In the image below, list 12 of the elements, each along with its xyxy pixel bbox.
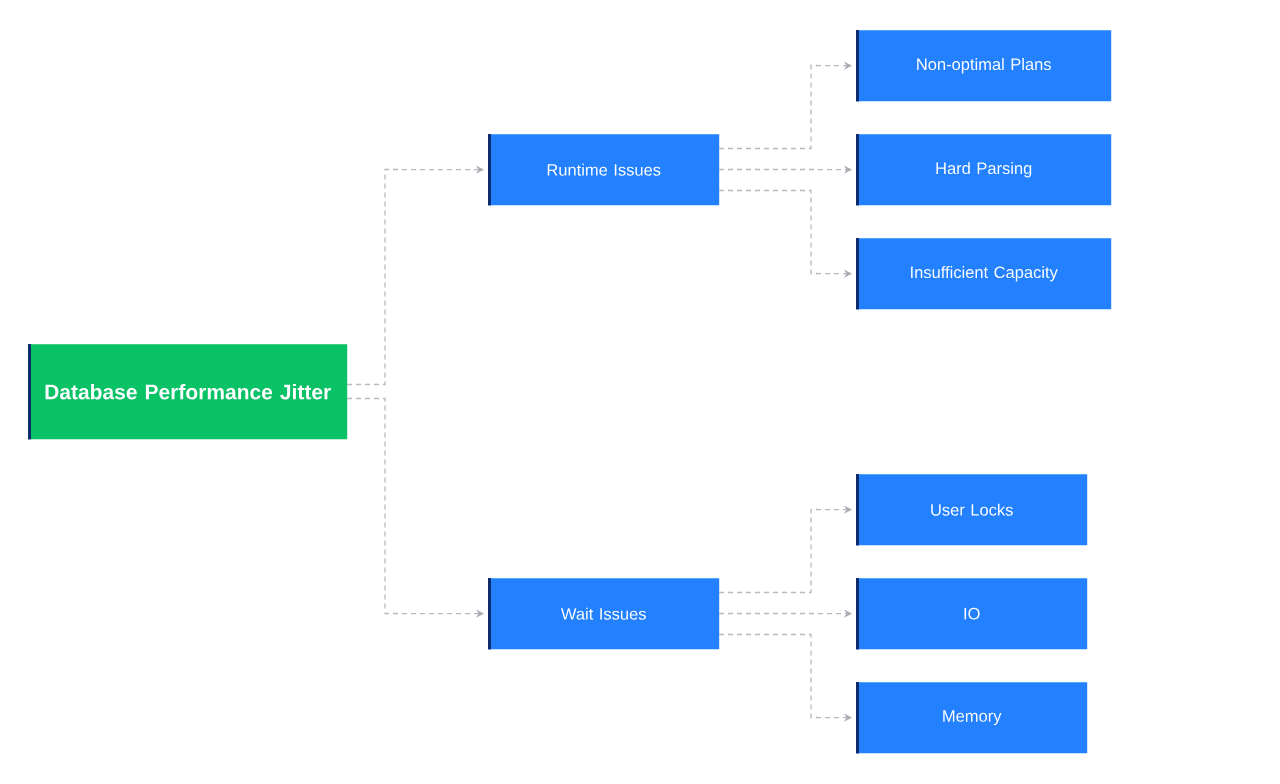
cause-box: Non-optimal Plans	[856, 30, 1112, 102]
root-box: Database Performance Jitter	[28, 344, 348, 440]
cause-box: User Locks	[856, 474, 1088, 546]
connector-arrow	[718, 505, 852, 594]
cause-box: Insufficient Capacity	[856, 238, 1112, 310]
cause-box: IO	[856, 578, 1088, 650]
category-box: Wait Issues	[488, 578, 720, 650]
cause-box: Memory	[856, 682, 1088, 754]
cause-box: Hard Parsing	[856, 134, 1112, 206]
connector-arrow	[718, 61, 852, 150]
connector-arrow	[346, 165, 484, 386]
category-box: Runtime Issues	[488, 134, 720, 206]
